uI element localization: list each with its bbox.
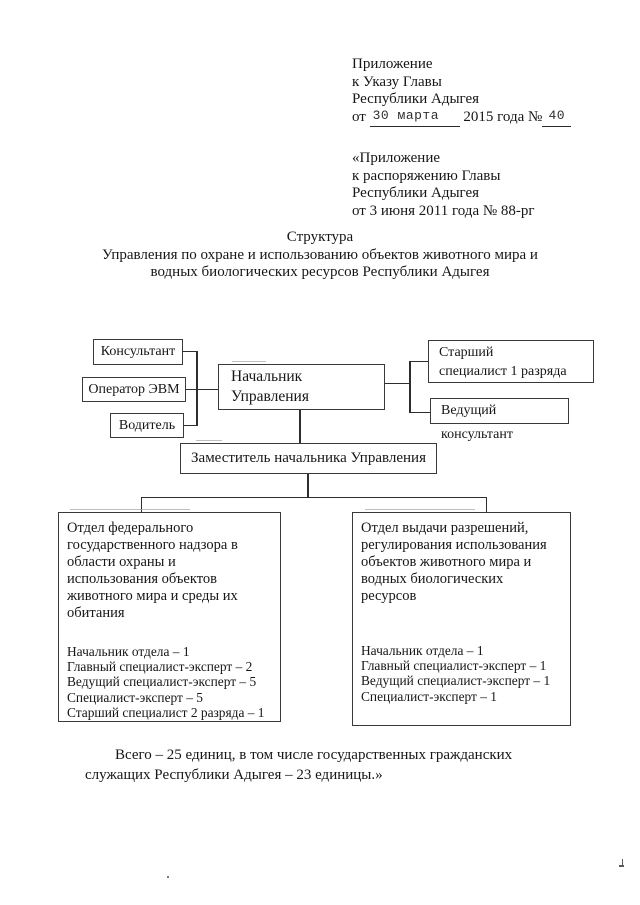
number-blank-field: 40 xyxy=(542,107,572,127)
connector-operator-stub xyxy=(186,389,218,390)
connector-horizontal-bar xyxy=(141,497,487,498)
org-box-consultant-label: Консультант xyxy=(100,344,176,359)
dept-federal-title: Отдел федерального государственного надз… xyxy=(67,520,238,621)
org-box-head: Начальник Управления xyxy=(218,364,385,410)
appendix-ukaz-block: Приложение к Указу Главы Республики Адыг… xyxy=(352,56,572,127)
org-box-dept-federal: Отдел федерального государственного надз… xyxy=(58,512,281,722)
org-box-senior-specialist: Старший специалист 1 разряда xyxy=(428,340,594,383)
org-box-deputy-label: Заместитель начальника Управления xyxy=(191,450,426,466)
scan-speck-bottom-right-dash xyxy=(619,865,624,867)
dept-permits-staff: Начальник отдела – 1 Главный специалист-… xyxy=(361,643,551,704)
handwritten-date: 30 марта xyxy=(372,107,440,123)
scan-speck-bottom-left xyxy=(167,876,169,878)
connector-consultant-stub xyxy=(182,351,198,352)
org-box-driver-label: Водитель xyxy=(118,417,176,433)
date-blank-field: 30 марта xyxy=(369,107,460,127)
dept-federal-staff: Начальник отдела – 1 Главный специалист-… xyxy=(67,644,265,720)
appendix-ukaz-date-line: от 30 марта 2015 года № 40 xyxy=(352,107,572,127)
scan-smudge-dept-right xyxy=(365,509,475,510)
scan-speck-bottom-right-tick xyxy=(622,859,623,865)
document-title: Структура Управления по охране и использ… xyxy=(102,229,538,280)
connector-driver-stub xyxy=(184,425,198,426)
org-box-operator: Оператор ЭВМ xyxy=(82,377,186,402)
org-box-consultant: Консультант xyxy=(93,339,183,365)
org-box-deputy: Заместитель начальника Управления xyxy=(180,443,437,474)
connector-leading-stub xyxy=(411,412,430,413)
date-rest: 2015 года № xyxy=(463,108,543,125)
connector-left-vertical xyxy=(196,351,198,426)
connector-senior-stub xyxy=(411,361,428,362)
dept-permits-title: Отдел выдачи разрешений, регулирования и… xyxy=(361,520,547,604)
connector-drop-left xyxy=(141,497,142,512)
connector-drop-right xyxy=(486,497,487,512)
connector-deputy-down-vertical xyxy=(307,474,309,497)
scan-smudge-head xyxy=(232,361,266,362)
connector-right-vertical xyxy=(409,361,411,413)
handwritten-number: 40 xyxy=(548,107,566,123)
org-box-leading-consultant: Ведущий консультант xyxy=(430,398,569,442)
date-prefix: от xyxy=(352,108,366,125)
footer-total-note: Всего – 25 единиц, в том числе государст… xyxy=(85,747,513,783)
appendix-rasp-block: «Приложение к распоряжению Главы Республ… xyxy=(352,150,535,219)
connector-head-right-stub xyxy=(385,383,410,384)
org-box-operator-label: Оператор ЭВМ xyxy=(88,381,180,397)
scan-smudge-deputy xyxy=(196,440,222,441)
org-box-driver: Водитель xyxy=(110,413,184,438)
appendix-ukaz-lines: Приложение к Указу Главы Республики Адыг… xyxy=(352,56,480,107)
org-box-dept-permits: Отдел выдачи разрешений, регулирования и… xyxy=(352,512,571,726)
scan-smudge-dept-left xyxy=(70,509,190,510)
connector-head-deputy-vertical xyxy=(299,410,301,443)
